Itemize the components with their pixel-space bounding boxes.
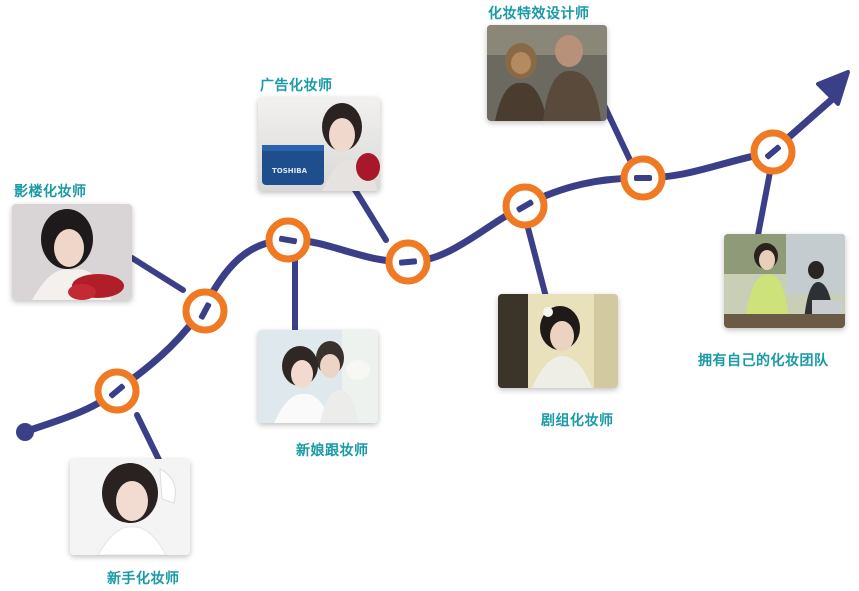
connector-newbie	[134, 412, 163, 465]
photo-film-wrap	[12, 204, 132, 318]
stage-label-advert: 广告化妆师	[260, 78, 333, 94]
connector-team	[755, 169, 773, 238]
photo-sfx	[487, 25, 607, 121]
photo-newbie	[70, 459, 190, 555]
path-start-dot	[16, 423, 34, 441]
stage-label-film: 影楼化妆师	[14, 184, 87, 200]
node-crew	[502, 183, 548, 229]
stage-label-team: 拥有自己的化妆团队	[698, 353, 829, 369]
path-nodes	[94, 129, 796, 414]
stage-label-bridal: 新娘跟妆师	[296, 443, 369, 459]
photo-crew-wrap	[498, 294, 618, 406]
photo-bridal-wrap	[258, 330, 378, 440]
photo-film	[12, 204, 132, 300]
connector-film	[129, 255, 186, 293]
photo-crew	[498, 294, 618, 388]
node-bridal	[265, 217, 311, 263]
stage-label-newbie: 新手化妆师	[107, 571, 180, 587]
photo-bridal	[258, 330, 378, 423]
connector-advert	[349, 182, 389, 243]
photo-advert: TOSHIBA	[258, 97, 380, 191]
career-path-line	[20, 90, 842, 436]
connector-sfx	[601, 102, 633, 163]
photo-sfx-wrap	[487, 25, 607, 139]
photo-advert-wrap: TOSHIBA	[258, 97, 380, 211]
photo-team	[724, 234, 845, 328]
path-arrow-head	[816, 70, 850, 106]
node-advert	[385, 239, 431, 285]
stage-label-sfx: 化妆特效设计师	[488, 6, 590, 22]
laptop-brand-text: TOSHIBA	[272, 167, 307, 175]
photo-newbie-wrap	[70, 459, 190, 569]
connector-crew	[525, 225, 549, 300]
stage-label-crew: 剧组化妆师	[541, 413, 614, 429]
node-film	[182, 288, 228, 334]
node-sfx	[620, 155, 666, 201]
photo-team-wrap	[724, 234, 845, 330]
node-newbie	[94, 368, 140, 414]
node-team	[750, 129, 796, 175]
